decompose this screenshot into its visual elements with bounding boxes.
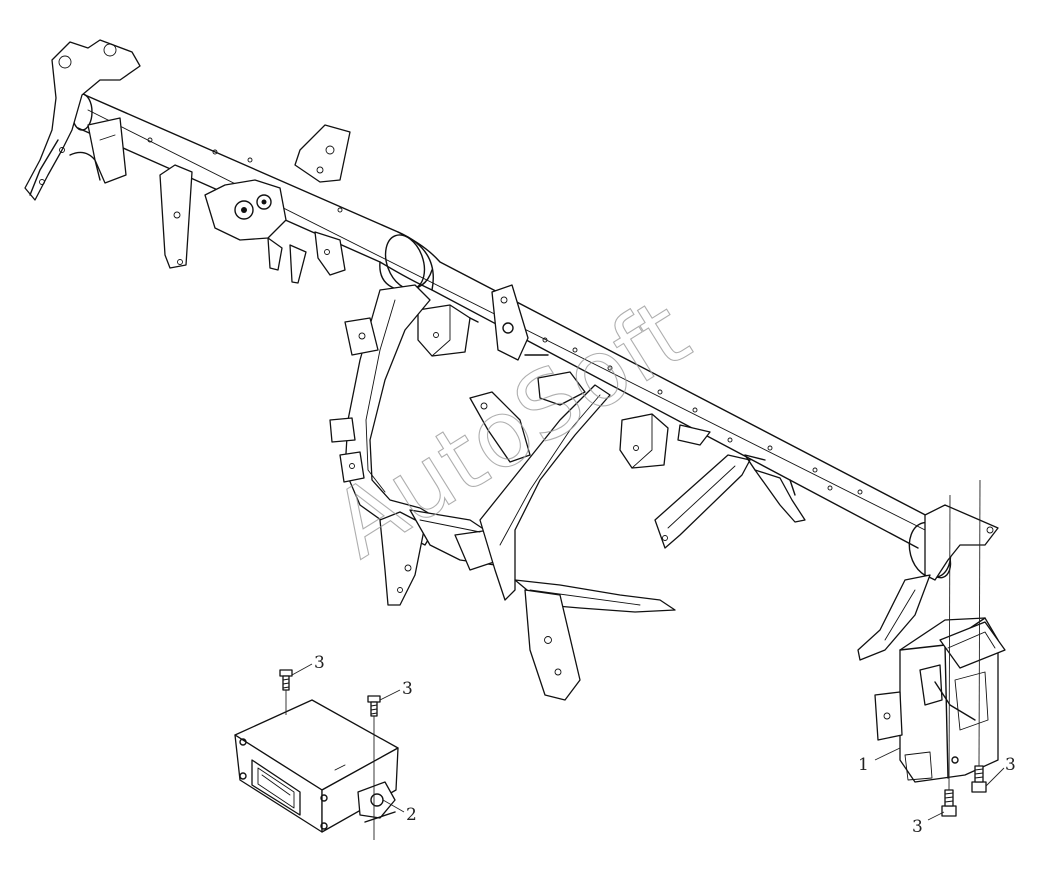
bolt-upper-center [367,695,381,840]
right-cross-brace [654,424,806,549]
center-tab-bracket [491,284,549,361]
callout-label-1: 1 [858,755,869,775]
left-end-bracket [24,39,141,201]
callout-label-3c: 3 [912,817,923,837]
box-clip-left [417,304,479,357]
callout-3c: 3 [912,811,945,837]
beam-holes [147,137,863,495]
callout-label-3b: 3 [402,679,413,699]
callout-3d: 3 [985,755,1016,787]
callout-1: 1 [858,747,901,775]
callout-label-2: 2 [406,805,417,825]
steering-column-bracket [204,179,346,284]
callout-3a: 3 [291,653,325,676]
callout-3b: 3 [379,679,413,701]
control-module-left [234,699,399,833]
control-module-right [874,617,1006,783]
callout-label-3a: 3 [314,653,325,673]
callout-2: 2 [382,799,417,825]
upper-tab-bracket [294,124,351,183]
bolt-upper-left [279,669,293,715]
left-hanging-bracket [159,164,193,269]
center-support-frame [329,284,676,701]
callout-label-3d: 3 [1005,755,1016,775]
bolt-lower-right-b [971,479,987,793]
box-clip-right [619,413,669,469]
